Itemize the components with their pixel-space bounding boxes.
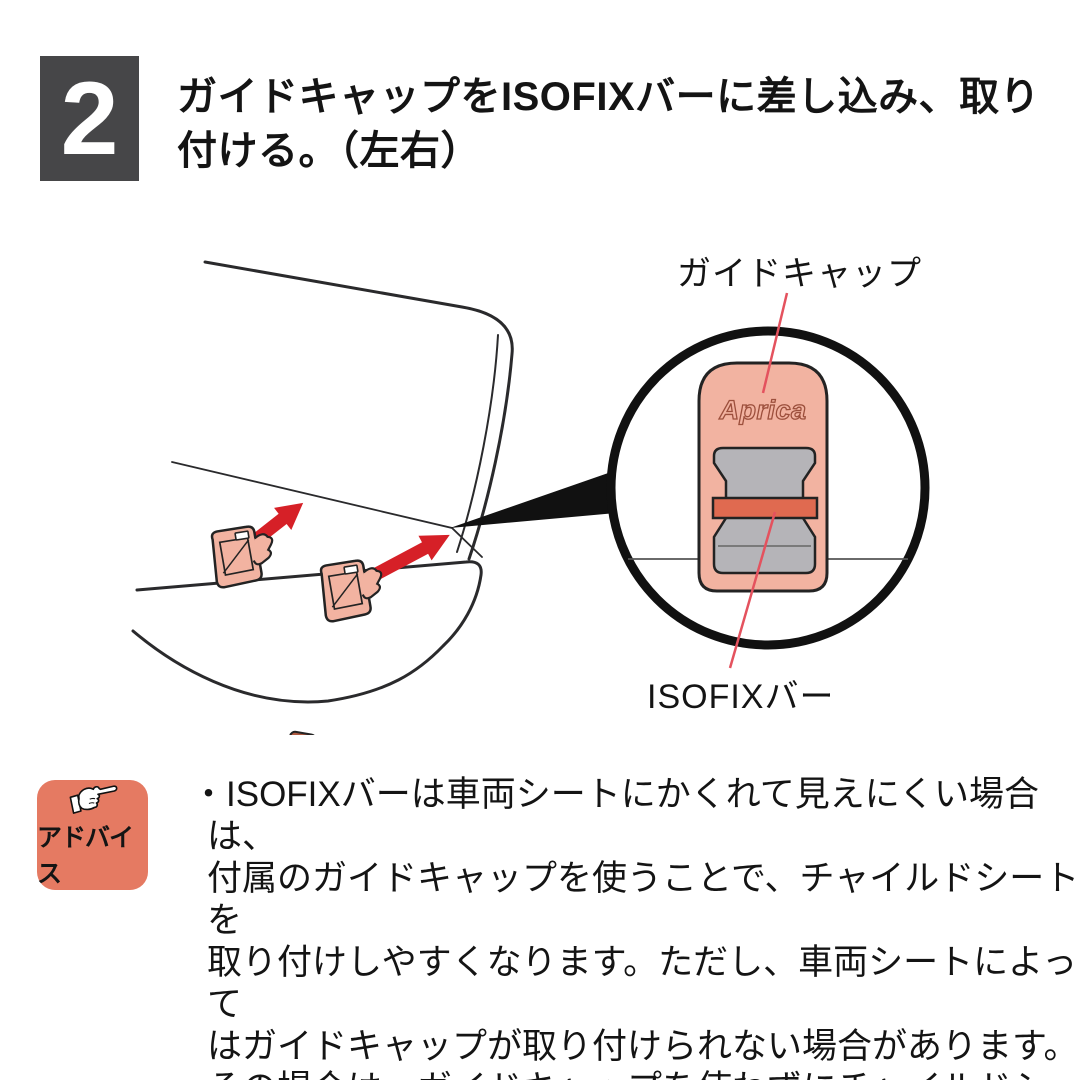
- pointing-hand-icon: [69, 785, 117, 814]
- label-isofix-bar: ISOFIXバー: [647, 678, 834, 716]
- magnifier-pointer-wedge: [450, 471, 616, 528]
- isofix-bar: [711, 496, 819, 520]
- guide-cap-leader-line: [761, 292, 789, 394]
- step-title: ガイドキャップをISOFIXバーに差し込み、取り 付ける。（左右）: [177, 75, 1041, 173]
- step-number-box: 2: [40, 56, 139, 181]
- advice-badge-label: アドバイス: [37, 824, 134, 888]
- aprica-logo: Aprica: [718, 395, 806, 425]
- seat-crease-line: [171, 461, 483, 558]
- label-guide-cap: ガイドキャップ: [677, 255, 922, 293]
- seat-back-inner-edge: [456, 334, 499, 553]
- guide-cap-right: [319, 558, 385, 624]
- diagram-svg: Aprica ガイドキャップ ISOFIXバー: [131, 255, 930, 735]
- seat-cushion-outline: [131, 560, 483, 704]
- installation-diagram: Aprica ガイドキャップ ISOFIXバー: [0, 235, 1080, 735]
- advice-badge: アドバイス: [37, 780, 148, 890]
- seat-back-outline: [203, 260, 514, 561]
- advice-text: ・ISOFIXバーは車両シートにかくれて見えにくい場合は、 付属のガイドキャップ…: [191, 775, 1080, 1080]
- step-number: 2: [60, 60, 119, 177]
- isofix-bar-leader-line: [728, 511, 777, 669]
- isofix-stub-left: [288, 730, 317, 735]
